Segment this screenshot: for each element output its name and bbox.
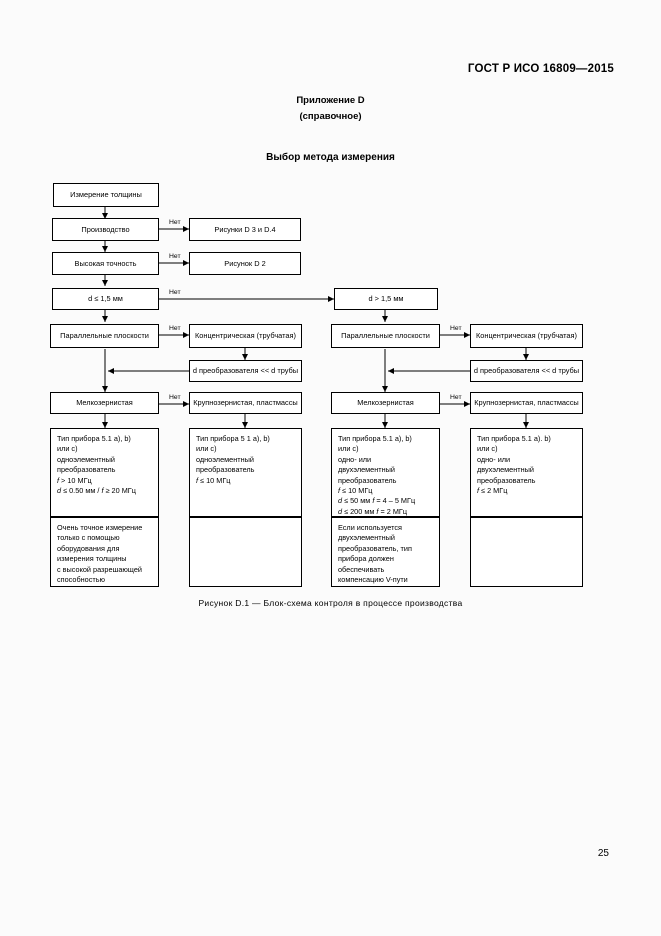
node-coarse-plastics-left[interactable]: Крупнозернистая, пластмассы [189, 392, 302, 414]
detail-box-col4-note[interactable] [470, 517, 583, 587]
detail-line: двухэлементный [477, 465, 534, 475]
node-coarse-plastics-right[interactable]: Крупнозернистая, пластмассы [470, 392, 583, 414]
edge-label-no-accuracy: Нет [169, 253, 181, 260]
detail-line: преобразователь [338, 475, 397, 485]
detail-line: f ≤ 2 МГц [477, 486, 508, 496]
detail-line: двухэлементный [338, 533, 395, 543]
annex-heading: Приложение D (справочное) [0, 93, 661, 125]
edge-label-no-grain-right: Нет [450, 394, 462, 401]
detail-line: измерения толщины [57, 554, 127, 564]
detail-line: или c) [477, 444, 498, 454]
detail-line: преобразователь [196, 465, 255, 475]
detail-line: или c) [57, 444, 78, 454]
node-concentric-right[interactable]: Концентрическая (трубчатая) [470, 324, 583, 348]
detail-line: одноэлементный [57, 454, 115, 464]
detail-line: одноэлементный [196, 454, 254, 464]
detail-line: f ≤ 10 МГц [338, 486, 373, 496]
detail-line: d ≤ 0.50 мм / f ≥ 20 МГц [57, 486, 136, 496]
detail-line: Тип прибора 5.1 a). b) [477, 434, 551, 443]
detail-line: одно- или [338, 454, 372, 464]
annex-title: Приложение D [296, 95, 365, 106]
node-production[interactable]: Производство [52, 218, 159, 241]
node-transducer-tube-right[interactable]: d преобразователя << d трубы [470, 360, 583, 382]
section-title: Выбор метода измерения [266, 152, 395, 163]
detail-line: f > 10 МГц [57, 475, 92, 485]
detail-line: обеспечивать [338, 564, 385, 574]
page-number: 25 [597, 848, 609, 859]
node-transducer-tube-left[interactable]: d преобразователя << d трубы [189, 360, 302, 382]
detail-line: f ≤ 10 МГц [196, 475, 231, 485]
detail-line: компенсацию V-пути [338, 575, 408, 585]
detail-line: преобразователь, тип [338, 543, 412, 553]
edge-label-no-production: Нет [169, 219, 181, 226]
detail-line: Тип прибора 5 1 a), b) [196, 434, 270, 443]
node-parallel-planes-right[interactable]: Параллельные плоскости [331, 324, 440, 348]
detail-line: d ≤ 200 мм f = 2 МГц [338, 506, 408, 516]
node-fine-grained-right[interactable]: Мелкозернистая [331, 392, 440, 414]
node-figures-d3-d4[interactable]: Рисунки D 3 и D.4 [189, 218, 301, 241]
detail-line: или c) [196, 444, 217, 454]
detail-box-col2-note[interactable] [189, 517, 302, 587]
node-figure-d2[interactable]: Рисунок D 2 [189, 252, 301, 275]
edge-label-no-parallel-left: Нет [169, 325, 181, 332]
detail-line: Тип прибора 5.1 a), b) [338, 434, 412, 443]
edge-label-no-parallel-right: Нет [450, 325, 462, 332]
detail-line: оборудования для [57, 543, 120, 553]
node-concentric-left[interactable]: Концентрическая (трубчатая) [189, 324, 302, 348]
detail-line: Очень точное измерение [57, 523, 143, 532]
detail-box-col2-spec[interactable]: Тип прибора 5 1 a), b)или c)одноэлементн… [189, 428, 302, 517]
detail-line: d ≤ 50 мм f = 4 – 5 МГц [338, 496, 416, 506]
node-d-gt-1-5mm[interactable]: d > 1,5 мм [334, 288, 438, 310]
node-fine-grained-left[interactable]: Мелкозернистая [50, 392, 159, 414]
annex-subtitle: (справочное) [299, 111, 362, 122]
node-d-le-1-5mm[interactable]: d ≤ 1,5 мм [52, 288, 159, 310]
detail-line: преобразователь [477, 475, 536, 485]
node-high-accuracy[interactable]: Высокая точность [52, 252, 159, 275]
detail-line: способностью [57, 575, 105, 585]
figure-caption: Рисунок D.1 — Блок-схема контроля в проц… [198, 598, 463, 608]
detail-line: одно- или [477, 454, 511, 464]
standard-header: ГОСТ Р ИСО 16809—2015 [467, 63, 614, 75]
edge-label-no-grain-left: Нет [169, 394, 181, 401]
detail-box-col1-spec[interactable]: Тип прибора 5.1 a), b)или c)одноэлементн… [50, 428, 159, 517]
detail-line: прибора должен [338, 554, 394, 564]
detail-line: Тип прибора 5.1 a), b) [57, 434, 131, 443]
detail-line: только с помощью [57, 533, 120, 543]
detail-line: Если используется [338, 523, 402, 532]
node-thickness-measurement[interactable]: Измерение толщины [53, 183, 159, 207]
detail-line: с высокой разрешающей [57, 564, 142, 574]
detail-line: двухэлементный [338, 465, 395, 475]
detail-line: или c) [338, 444, 359, 454]
detail-line: преобразователь [57, 465, 116, 475]
edge-label-no-thickness: Нет [169, 289, 181, 296]
node-parallel-planes-left[interactable]: Параллельные плоскости [50, 324, 159, 348]
